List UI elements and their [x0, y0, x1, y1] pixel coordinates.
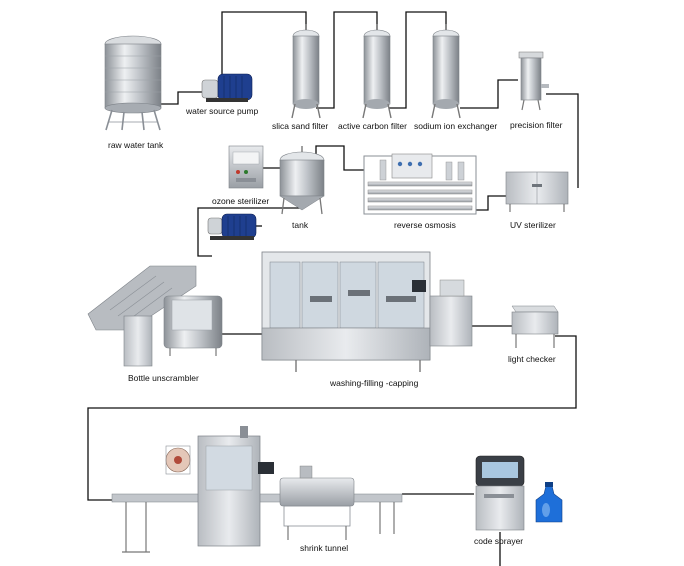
label-active-carbon-filter: active carbon filter	[338, 121, 407, 131]
pipe-sodium-to-precision	[460, 79, 518, 109]
pipe-carbon-to-sodium	[389, 11, 447, 109]
code-sprayer-illustration	[475, 455, 525, 531]
washing-filling-capping-illustration	[261, 251, 473, 372]
label-sodium-ion-exchanger: sodium ion exchanger	[414, 121, 498, 131]
raw-water-tank-illustration	[104, 35, 162, 131]
pipe-tank-to-pump2	[197, 207, 300, 257]
uv-sterilizer-illustration	[505, 171, 569, 212]
pipe-tank-to-pump	[160, 91, 202, 105]
pipe-precision-to-uv	[546, 93, 579, 188]
pipe-lines	[87, 11, 579, 566]
sodium-ion-exchanger-illustration	[431, 24, 461, 119]
label-reverse-osmosis: reverse osmosis	[394, 220, 456, 230]
ozone-sterilizer-illustration	[228, 145, 264, 189]
transfer-pump-illustration	[207, 213, 257, 240]
water-source-pump-illustration	[201, 73, 253, 102]
label-tank: tank	[292, 220, 309, 230]
label-uv-sterilizer: UV sterilizer	[510, 220, 556, 230]
label-light-checker: light checker	[508, 354, 556, 364]
pipe-ro-to-tank	[315, 145, 364, 171]
shrink-tunnel-illustration	[279, 465, 395, 540]
light-checker-illustration	[511, 305, 559, 348]
active-carbon-filter-illustration	[362, 24, 392, 119]
label-silica-sand-filter: slica sand filter	[272, 121, 329, 131]
silica-sand-filter-illustration	[291, 24, 321, 119]
precision-filter-illustration	[518, 51, 549, 111]
pipe-checker-return	[87, 335, 577, 501]
label-ozone-sterilizer: ozone sterilizer	[212, 196, 270, 206]
blue-bottle-illustration	[535, 482, 563, 523]
pipe-uv-to-ro	[476, 195, 506, 211]
pipe-pump-to-sand-filter	[221, 11, 307, 78]
label-precision-filter: precision filter	[510, 120, 563, 130]
tank-illustration	[279, 146, 325, 215]
label-bottle-unscrambler: Bottle unscrambler	[128, 373, 199, 383]
label-code-sprayer: code sprayer	[474, 536, 524, 546]
label-raw-water-tank: raw water tank	[108, 140, 164, 150]
bottle-unscrambler-illustration	[87, 265, 223, 367]
sleeve-labeler-illustration	[111, 426, 403, 553]
reverse-osmosis-illustration	[363, 153, 477, 215]
label-water-source-pump: water source pump	[186, 106, 259, 116]
label-washing-filling-capping: washing-filling -capping	[330, 378, 419, 388]
label-shrink-tunnel: shrink tunnel	[300, 543, 349, 553]
pipe-sand-to-carbon	[316, 11, 378, 109]
